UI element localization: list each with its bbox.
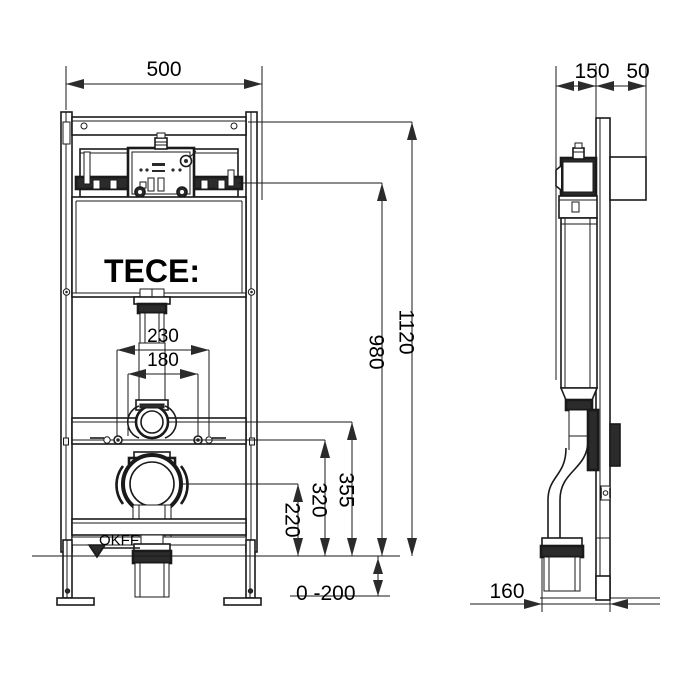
cistern-side-body [555,142,599,437]
dim-220-text: 220 [281,502,304,537]
floor-outlet-socket [131,534,173,598]
okff-label: OKFF [99,532,139,549]
dim-depth-160: 160 [470,556,660,612]
dim-50-text: 50 [626,60,649,83]
dim-depth-150: 150 [555,60,610,380]
tece-logo: TECE: [104,253,200,289]
flush-pipe-connector [133,288,171,344]
front-elevation-view: TECE: [32,111,400,606]
dim-height-1120: 1120 [248,121,418,556]
dim-depth-50: 50 [596,60,650,160]
dim-0-200-text: 0 -200 [296,582,356,605]
dim-355-text: 355 [335,472,358,507]
frame-legs [56,539,262,606]
side-flush-bend [568,408,621,501]
dim-outlet-180: 180 [127,350,199,436]
dim-width-500: 500 [65,58,263,200]
side-waste-elbow [539,439,589,592]
dim-floor-adjust: 0 -200 [290,556,390,605]
dim-320-text: 320 [308,482,331,517]
dim-outlet-230: 230 [116,326,210,436]
dim-height-355: 355 [182,421,358,556]
front-dimensions: 500 230 180 220 [65,58,418,605]
cistern-front-panel: TECE: [71,196,247,298]
wall-panel [595,117,611,599]
side-elevation-view [539,117,660,601]
side-dimensions: 150 50 160 [470,60,660,612]
flush-actuator-assembly [74,132,244,200]
dim-150-text: 150 [574,60,609,83]
dim-1120-text: 1120 [395,309,418,354]
dim-980-text: 980 [365,334,388,369]
okff-floor-reference: OKFF [32,532,400,559]
dim-height-980: 980 [238,182,388,556]
dim-height-320: 320 [182,439,331,556]
dim-height-220: 220 [182,483,304,556]
dim-180-text: 180 [147,350,179,371]
dim-230-text: 230 [147,326,179,347]
frame-top-rail [71,116,247,136]
dim-500-text: 500 [146,58,181,81]
wall-bracket-box [609,156,647,201]
dim-160-text: 160 [489,580,524,603]
